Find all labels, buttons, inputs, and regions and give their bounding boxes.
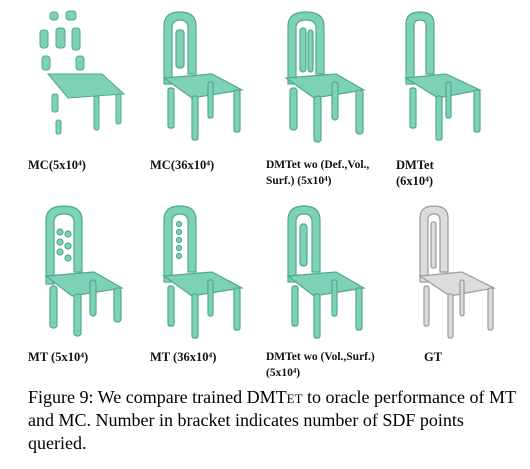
label-dmtet-line2: (6x10⁴) xyxy=(396,174,434,188)
label-dmtet-wo-vol-surf-line1: DMTet wo (Vol.,Surf.) xyxy=(266,351,375,363)
chair-render-dmtet xyxy=(404,11,482,141)
caption-suffix: to oracle performance of MT and MC. Numb… xyxy=(28,387,516,453)
label-dmtet-wo-vol-surf-line2: (5x10⁴) xyxy=(266,367,301,379)
label-dmtet-line1: DMTet xyxy=(396,158,434,172)
figure-caption: Figure 9: We compare trained DMTet to or… xyxy=(28,386,523,455)
label-mt-36e4: MT (36x10⁴) xyxy=(150,350,217,364)
chair-render-mt-5e4 xyxy=(44,205,124,337)
label-gt: GT xyxy=(424,350,443,364)
label-mt-5e4: MT (5x10⁴) xyxy=(28,350,89,364)
label-dmtet-wo-def-vol-surf-line2: Surf.) (5x10⁴) xyxy=(266,175,332,187)
label-mc-36e4: MC(36x10⁴) xyxy=(150,158,215,172)
chair-render-mc-36e4 xyxy=(162,11,244,141)
caption-smallcaps: et xyxy=(286,387,303,407)
chair-render-mt-36e4 xyxy=(162,205,244,339)
caption-prefix: Figure 9: We compare trained DMT xyxy=(28,387,287,407)
chair-render-fragmented xyxy=(39,10,126,135)
label-mc-5e4: MC(5x10⁴) xyxy=(28,158,86,172)
chair-render-dmtet-wo-vol-surf xyxy=(286,205,366,339)
chair-render-gt xyxy=(418,205,496,339)
chair-render-dmtet-wo-def-vol-surf xyxy=(284,11,366,143)
label-dmtet-wo-def-vol-surf-line1: DMTet wo (Def.,Vol., xyxy=(266,159,370,171)
